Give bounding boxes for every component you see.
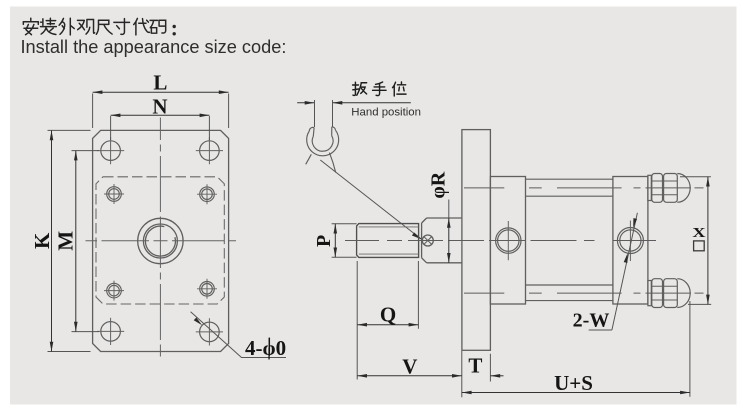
svg-text:L: L: [153, 71, 167, 95]
svg-text:4-φ0: 4-φ0: [245, 336, 286, 360]
svg-text:φR: φR: [428, 171, 450, 198]
svg-text:U+S: U+S: [554, 371, 593, 395]
svg-text:K: K: [30, 232, 54, 249]
svg-text:P: P: [313, 235, 335, 247]
svg-text:X: X: [692, 225, 705, 241]
svg-text:Hand position: Hand position: [351, 107, 421, 119]
svg-text:2-W: 2-W: [573, 310, 610, 332]
svg-text:T: T: [468, 353, 482, 377]
svg-text:M: M: [54, 231, 78, 251]
svg-text:V: V: [402, 355, 417, 379]
svg-text:Q: Q: [380, 302, 396, 326]
svg-text:N: N: [152, 94, 167, 118]
svg-text:Install the appearance size co: Install the appearance size code:: [21, 37, 287, 57]
